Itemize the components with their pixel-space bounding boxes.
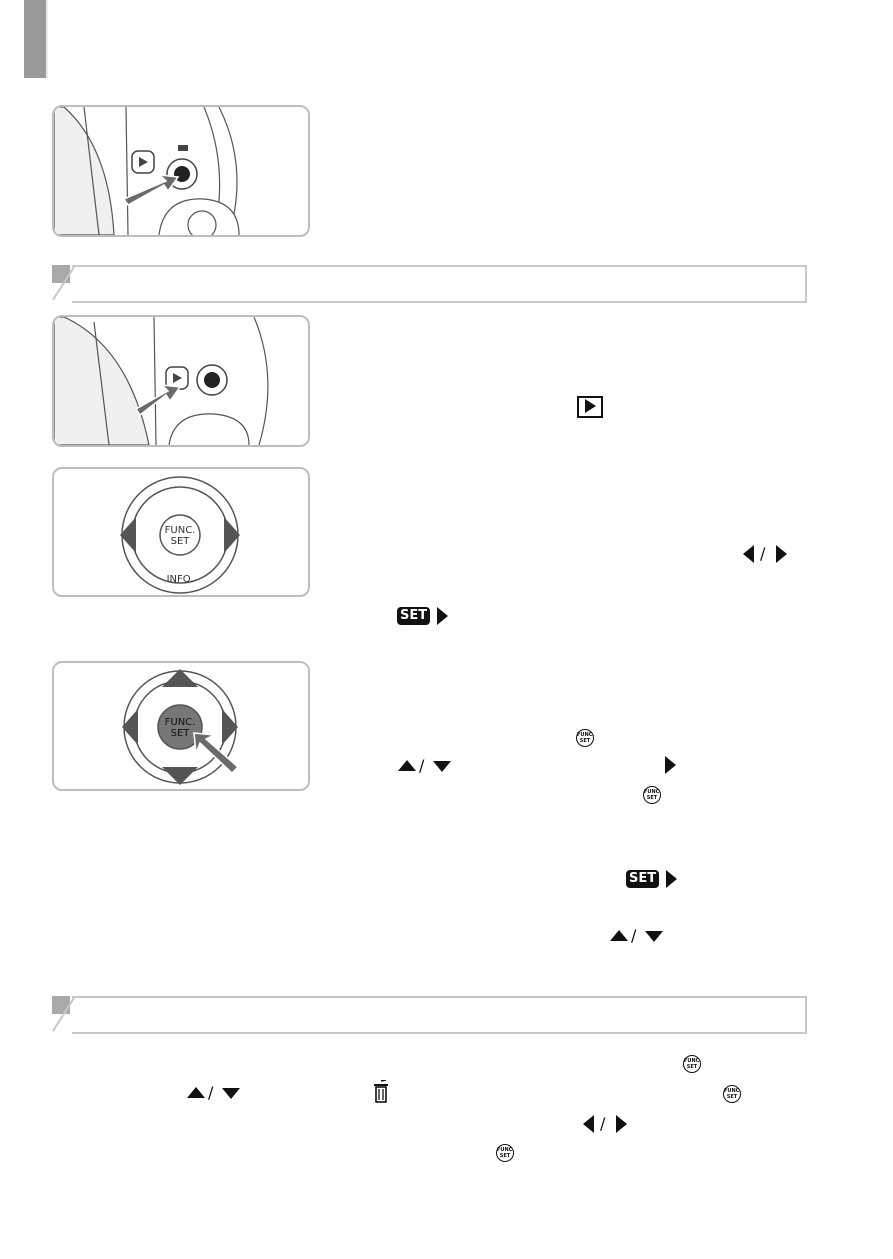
func-set-icon: FUNC.SET [496, 1144, 514, 1162]
up-arrow-icon [610, 930, 628, 941]
playback-icon [577, 396, 603, 418]
playback-button-illustration [52, 315, 310, 447]
slash-separator: / [600, 1114, 606, 1133]
section-header-bar-1 [72, 265, 807, 303]
func-set-icon: FUNC.SET [576, 729, 594, 747]
svg-text:INFO.: INFO. [167, 574, 194, 585]
camera-movie-button-drawing [54, 107, 240, 235]
set-badge-arrow-icon [437, 607, 448, 625]
slash-separator: / [760, 544, 766, 563]
svg-text:FUNC.: FUNC. [165, 717, 196, 728]
slash-separator: / [208, 1083, 214, 1102]
left-arrow-icon [583, 1115, 594, 1133]
down-arrow-icon [433, 761, 451, 772]
svg-text:FUNC.: FUNC. [165, 525, 196, 536]
page-tab-marker [24, 0, 48, 78]
trash-icon [372, 1079, 390, 1108]
func-set-icon: FUNC.SET [683, 1055, 701, 1073]
dial-press-set-illustration: FUNC. SET [52, 661, 310, 791]
control-dial-drawing: FUNC. SET INFO. [120, 476, 240, 594]
slash-separator: / [419, 756, 425, 775]
camera-playback-button-drawing [54, 317, 269, 445]
slash-separator: / [631, 926, 637, 945]
down-arrow-icon [222, 1088, 240, 1099]
func-set-icon: FUNC.SET [643, 786, 661, 804]
set-badge-arrow-icon [666, 870, 677, 888]
svg-text:SET: SET [171, 536, 191, 547]
section-bar-1-corner [52, 266, 75, 301]
up-arrow-icon [398, 760, 416, 771]
movie-button-illustration [52, 105, 310, 237]
right-arrow-icon [665, 756, 676, 774]
section-header-bar-2 [72, 996, 807, 1034]
control-dial-press-drawing: FUNC. SET [122, 669, 240, 785]
func-set-icon: FUNC.SET [723, 1085, 741, 1103]
dial-left-right-illustration: FUNC. SET INFO. [52, 467, 310, 597]
svg-text:SET: SET [171, 728, 191, 739]
right-arrow-icon [776, 545, 787, 563]
set-badge-icon: SET [397, 607, 431, 625]
left-arrow-icon [743, 545, 754, 563]
right-arrow-icon [616, 1115, 627, 1133]
down-arrow-icon [645, 931, 663, 942]
set-badge-icon: SET [626, 870, 660, 888]
section-bar-2-corner [52, 997, 75, 1032]
up-arrow-icon [187, 1087, 205, 1098]
